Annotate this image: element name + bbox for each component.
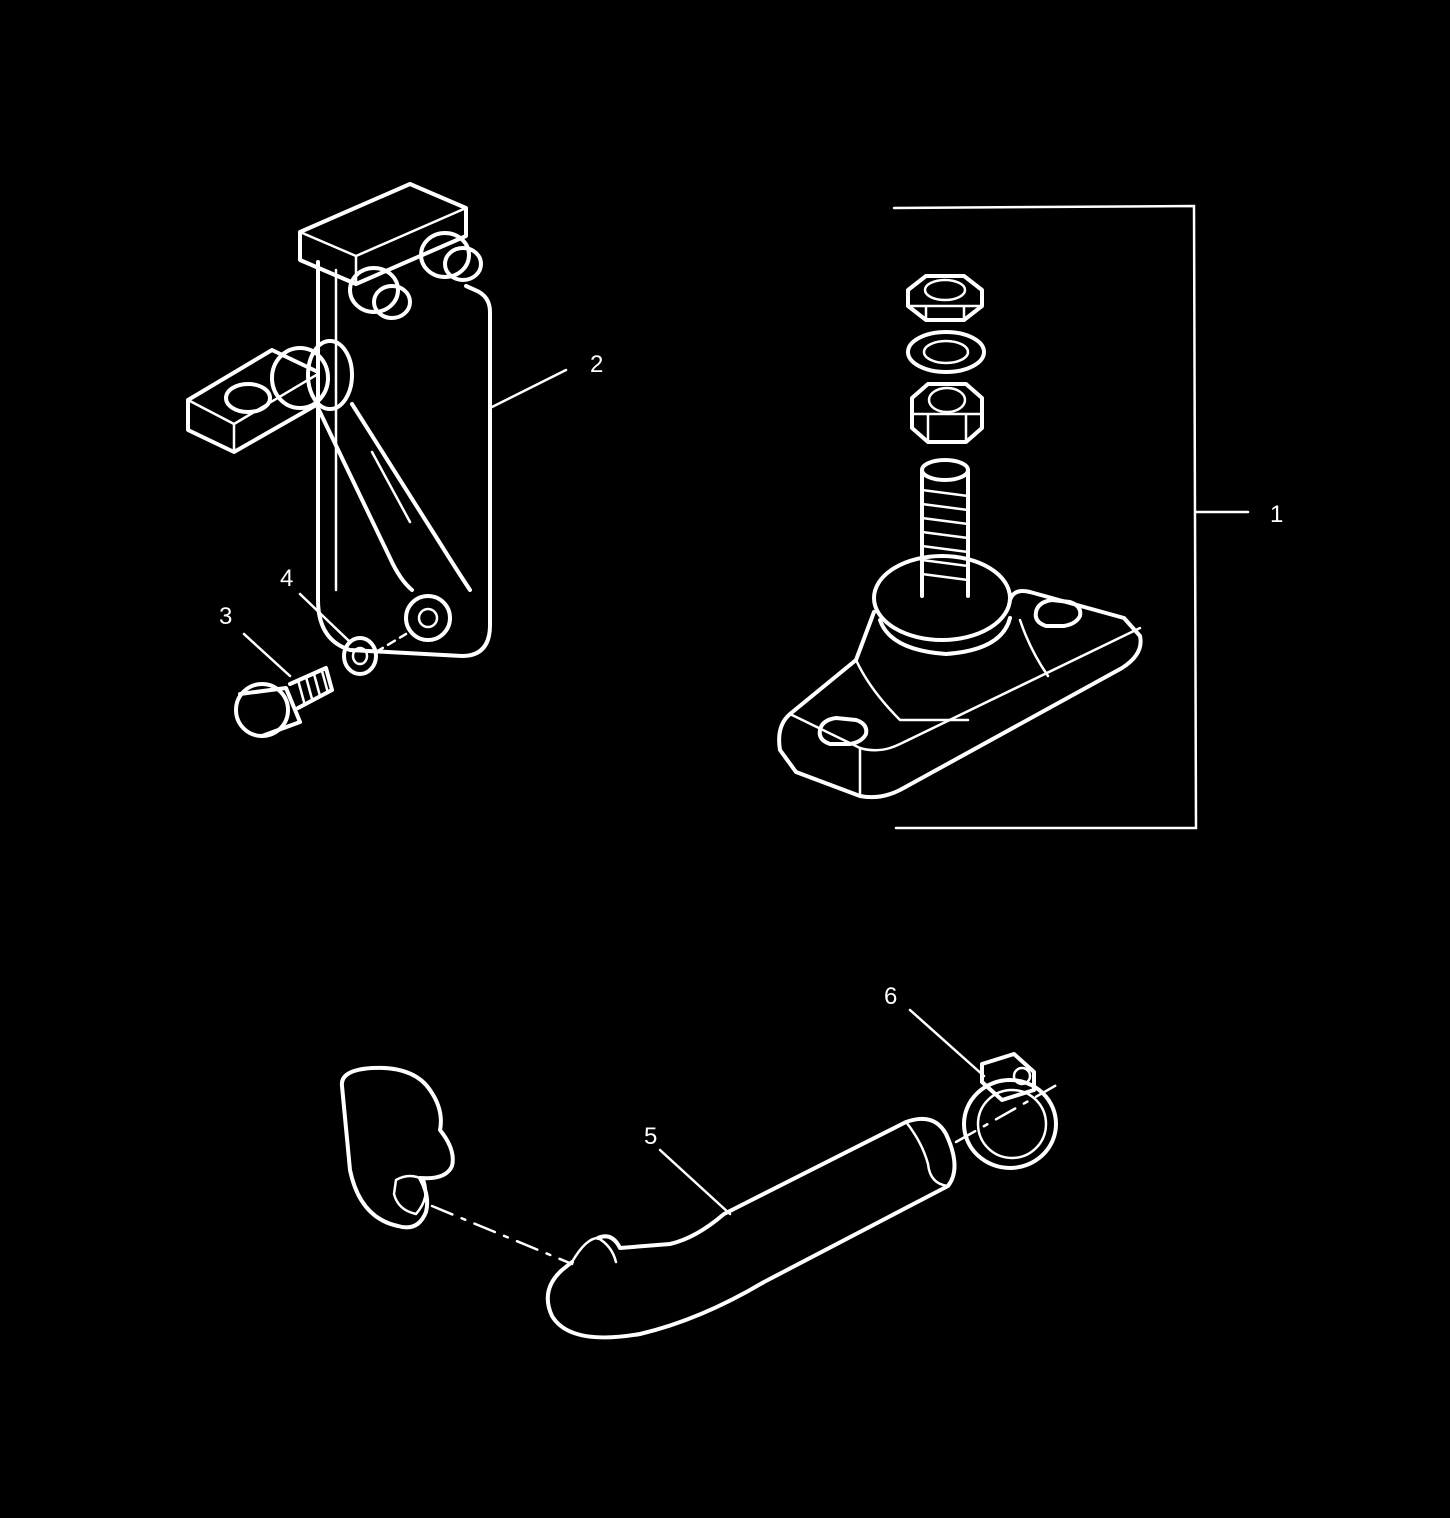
coolant-hose bbox=[339, 1065, 1064, 1340]
washer bbox=[342, 632, 408, 676]
callout-6: 6 bbox=[884, 983, 897, 1010]
callout-2: 2 bbox=[590, 351, 603, 378]
bolt bbox=[234, 666, 334, 738]
engine-bracket bbox=[186, 182, 492, 658]
hose-clamp bbox=[962, 1052, 1058, 1170]
engine-mount bbox=[777, 204, 1250, 830]
callout-4: 4 bbox=[280, 565, 293, 592]
callout-3: 3 bbox=[219, 603, 232, 630]
leader-lines bbox=[242, 368, 986, 1216]
callout-5: 5 bbox=[644, 1123, 657, 1150]
callout-1: 1 bbox=[1270, 501, 1283, 528]
